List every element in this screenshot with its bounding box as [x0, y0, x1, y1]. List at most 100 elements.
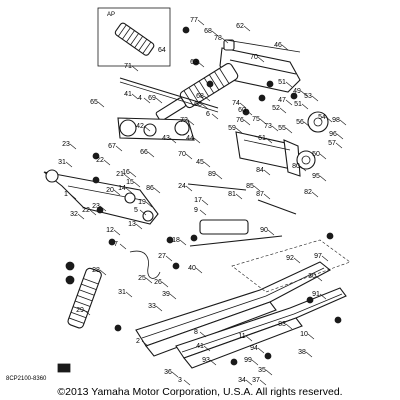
- callout-number: 45: [196, 159, 204, 166]
- callout-leader: [285, 99, 293, 106]
- callout-number: 84: [256, 167, 264, 174]
- callout-number: 21: [116, 171, 124, 178]
- callout-leader: [141, 340, 149, 347]
- callout-leader: [335, 142, 343, 149]
- callout-number: 20: [106, 187, 114, 194]
- rear-pivot-bracket: [235, 131, 301, 177]
- callout-leader: [165, 255, 173, 262]
- rail-dashed-hidden: [231, 239, 351, 293]
- callout-leader: [265, 137, 273, 144]
- callout-leader: [279, 107, 287, 114]
- callout-number: 8: [194, 329, 198, 336]
- callout-leader: [319, 153, 327, 160]
- callout-leader: [300, 90, 308, 97]
- callout-leader: [131, 93, 139, 100]
- callout-leader: [211, 113, 219, 120]
- callout-leader: [119, 243, 127, 250]
- callout-number: 19: [138, 199, 146, 206]
- callout-leader: [187, 119, 195, 126]
- callout-leader: [125, 291, 133, 298]
- callout-leader: [123, 173, 131, 180]
- callout-leader: [301, 103, 309, 110]
- callout-number: 68: [204, 28, 212, 35]
- callout-leader: [243, 119, 251, 126]
- callout-leader: [199, 331, 207, 338]
- callout-leader: [147, 151, 155, 158]
- callout-leader: [259, 379, 267, 386]
- callout-number: 49: [293, 88, 301, 95]
- callout-leader: [155, 97, 163, 104]
- callout-leader: [125, 187, 133, 194]
- callout-number: 28: [92, 267, 100, 274]
- callout-number: 66: [140, 149, 148, 156]
- shock-spring-inset: [114, 22, 155, 56]
- callout-number: 75: [252, 116, 260, 123]
- rear-shock-absorber: [67, 267, 102, 329]
- callout-leader: [263, 169, 271, 176]
- callout-number: 68: [196, 93, 204, 100]
- callout-leader: [145, 201, 153, 208]
- callout-leader: [203, 161, 211, 168]
- slide-rail-left: [135, 261, 331, 357]
- callout-leader: [285, 127, 293, 134]
- callout-leader: [257, 56, 265, 63]
- callout-leader: [103, 159, 111, 166]
- callout-number: 52: [272, 105, 280, 112]
- callout-leader: [69, 143, 77, 150]
- callout-number: 34: [238, 377, 246, 384]
- callout-number: 72: [180, 117, 188, 124]
- callout-number: 77: [190, 17, 198, 24]
- callout-leader: [245, 335, 253, 342]
- callout-leader: [185, 185, 193, 192]
- callout-leader: [311, 95, 319, 102]
- callout-leader: [185, 153, 193, 160]
- callout-leader: [201, 103, 209, 110]
- callout-number: 12: [106, 227, 114, 234]
- callout-number: 29: [76, 307, 84, 314]
- callout-leader: [245, 379, 253, 386]
- doc-flag-icon: [57, 363, 71, 373]
- callout-number: 40: [188, 265, 196, 272]
- callout-number: 11: [238, 333, 245, 340]
- callout-leader: [193, 137, 201, 144]
- callout-leader: [97, 101, 105, 108]
- callout-leader: [195, 267, 203, 274]
- callout-leader: [245, 109, 253, 116]
- front-suspension-arm: [43, 169, 159, 225]
- callout-number: 57: [328, 140, 336, 147]
- callout-number: 31: [118, 289, 126, 296]
- callout-number: 93: [202, 357, 210, 364]
- callout-number: 6: [206, 111, 210, 118]
- callout-number: 92: [286, 255, 294, 262]
- copyright-notice: ©2013 Yamaha Motor Corporation, U.S.A. A…: [57, 386, 343, 398]
- callout-number: 50: [312, 151, 320, 158]
- callout-leader: [293, 257, 301, 264]
- callout-number: 82: [304, 189, 312, 196]
- part-drawings: [43, 7, 351, 373]
- callout-leader: [135, 223, 143, 230]
- upper-rear-arm: [219, 39, 301, 93]
- callout-leader: [199, 209, 207, 216]
- callout-number: 41: [124, 91, 132, 98]
- callout-number: 62: [236, 23, 244, 30]
- callout-number: 68: [194, 101, 202, 108]
- callout-leader: [171, 371, 179, 378]
- callout-number: 13: [128, 221, 136, 228]
- callout-leader: [197, 61, 205, 68]
- callout-leader: [155, 305, 163, 312]
- callout-number: 10: [300, 331, 308, 338]
- cross-rod-1: [187, 183, 247, 191]
- diagram-code: 8CP2100-8360: [6, 376, 47, 382]
- inset-label: AP: [107, 12, 116, 18]
- callout-leader: [115, 145, 123, 152]
- callout-leader: [99, 205, 107, 212]
- callout-number: 37: [252, 377, 260, 384]
- callout-leader: [303, 121, 311, 128]
- callout-number: 80: [292, 163, 300, 170]
- callout-leader: [253, 185, 261, 192]
- callout-leader: [89, 209, 97, 216]
- callout-leader: [263, 193, 271, 200]
- callout-leader: [305, 351, 313, 358]
